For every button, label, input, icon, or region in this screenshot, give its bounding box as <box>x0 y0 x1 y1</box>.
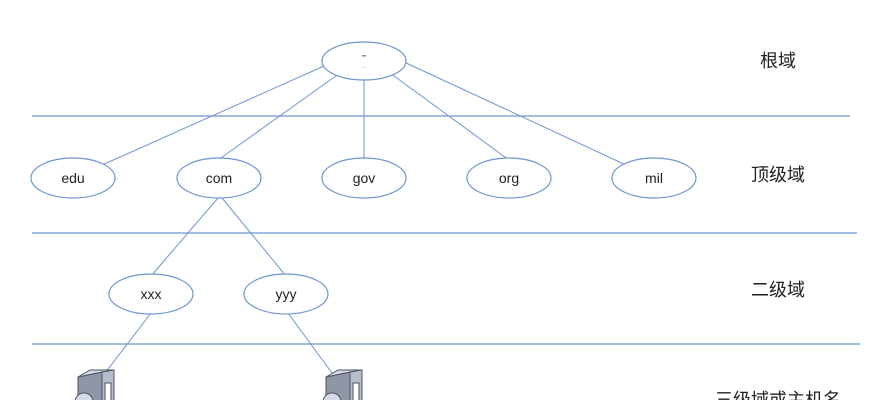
edge-root-mil <box>403 61 655 179</box>
level-label-top-level: 顶级域 <box>751 165 805 186</box>
second-level-node-yyy: yyy <box>243 273 329 315</box>
second-level-node-xxx-label: xxx <box>141 286 162 302</box>
tld-node-gov: gov <box>321 157 407 199</box>
tld-node-org: org <box>466 157 552 199</box>
tld-node-org-label: org <box>499 170 519 186</box>
edge-com-xxx <box>150 197 219 277</box>
edge-root-org <box>389 72 510 161</box>
edge-root-edu <box>72 61 334 179</box>
tld-node-mil: mil <box>611 157 697 199</box>
tld-node-com: com <box>176 157 262 199</box>
root-node-label: "" <box>362 55 367 62</box>
level-label-second-level: 二级域 <box>751 280 805 301</box>
tld-node-edu: edu <box>30 157 116 199</box>
edge-com-yyy <box>221 197 287 277</box>
tld-node-com-label: com <box>206 170 232 186</box>
level-label-root: 根域 <box>760 51 796 72</box>
level-label-third-level: 三级域或主机名 <box>715 390 841 400</box>
root-node-dot: . <box>363 63 365 70</box>
tld-node-edu-label: edu <box>61 170 84 186</box>
server-icon <box>74 369 115 400</box>
root-node: "" . <box>321 41 407 81</box>
tld-node-mil-label: mil <box>645 170 663 186</box>
tld-node-gov-label: gov <box>353 170 376 186</box>
server-icon <box>322 369 363 400</box>
second-level-node-xxx: xxx <box>108 273 194 315</box>
second-level-node-yyy-label: yyy <box>276 286 297 302</box>
edge-root-com <box>217 72 341 161</box>
